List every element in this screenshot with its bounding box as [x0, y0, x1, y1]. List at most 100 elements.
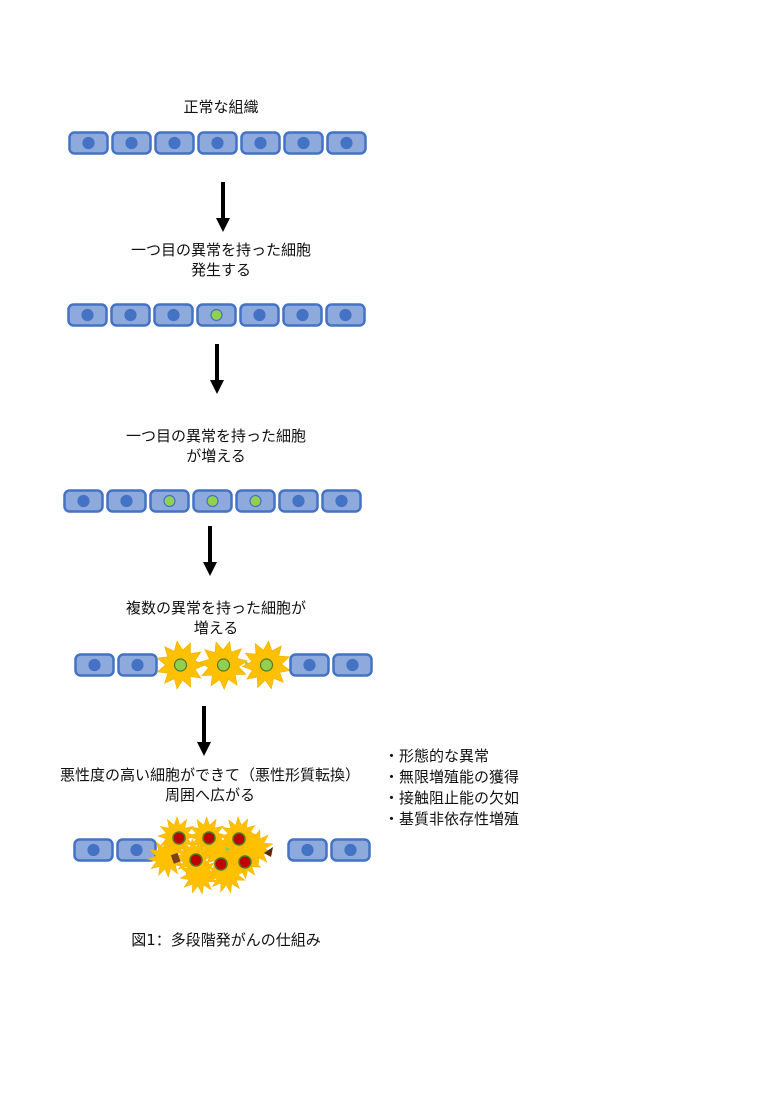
- cell: [278, 489, 319, 513]
- stage-5-label-line1: 悪性度の高い細胞ができて（悪性形質転換）: [59, 766, 360, 784]
- malignant-tumor-cluster: [147, 816, 274, 895]
- cell: [196, 303, 237, 327]
- cell-nucleus: [120, 494, 133, 508]
- stage-4-label: 複数の異常を持った細胞が 増える: [0, 598, 432, 638]
- malignant-nucleus: [238, 855, 252, 869]
- cell: [332, 653, 373, 677]
- malignant-nucleus: [214, 857, 228, 871]
- cell-nucleus: [296, 308, 309, 322]
- multi-abnormal-cell: [241, 640, 291, 690]
- cell: [73, 838, 114, 862]
- figure-caption: 図1：多段階発がんの仕組み: [131, 931, 321, 949]
- cell: [116, 838, 157, 862]
- cell: [289, 653, 330, 677]
- cell: [117, 653, 158, 677]
- stage-1-label-line1: 正常な組織: [183, 98, 259, 116]
- trait-item: ・基質非依存性増殖: [384, 810, 520, 828]
- cell-nucleus: [254, 136, 267, 150]
- stage-4-label-line1: 複数の異常を持った細胞が: [125, 599, 306, 617]
- stage-3-label-line1: 一つ目の異常を持った細胞: [125, 427, 306, 445]
- cell-fragment: [225, 847, 231, 852]
- cell-nucleus: [216, 658, 231, 672]
- cell: [74, 653, 115, 677]
- cell: [63, 489, 104, 513]
- cell-nucleus: [344, 843, 357, 857]
- cell-nucleus: [210, 308, 223, 322]
- arrow-2-to-3: [210, 344, 224, 394]
- cell-nucleus: [167, 308, 180, 322]
- cell-nucleus: [340, 136, 353, 150]
- cell: [326, 131, 367, 155]
- trait-item: ・接触阻止能の欠如: [384, 789, 520, 807]
- cell-fragment: [264, 847, 273, 857]
- cell-nucleus: [173, 658, 188, 672]
- trait-item: ・無限増殖能の獲得: [384, 768, 520, 786]
- cell-nucleus: [131, 658, 144, 672]
- cell-nucleus: [206, 494, 219, 508]
- stage-2-label-line1: 一つ目の異常を持った細胞: [130, 241, 311, 259]
- cell-nucleus: [303, 658, 316, 672]
- arrow-1-to-2: [216, 182, 230, 232]
- stage-5-label: 悪性度の高い細胞ができて（悪性形質転換） 周囲へ広がる: [0, 765, 420, 805]
- cell-nucleus: [253, 308, 266, 322]
- multi-abnormal-cell: [198, 640, 250, 690]
- cell-nucleus: [297, 136, 310, 150]
- stage-3-label: 一つ目の異常を持った細胞 が増える: [0, 426, 432, 466]
- stage-2-label: 一つ目の異常を持った細胞 発生する: [0, 240, 442, 280]
- cell-nucleus: [88, 658, 101, 672]
- cell: [106, 489, 147, 513]
- malignant-nucleus: [232, 832, 246, 846]
- cell-nucleus: [130, 843, 143, 857]
- cell: [149, 489, 190, 513]
- cell: [283, 131, 324, 155]
- cell-nucleus: [124, 308, 137, 322]
- stage-2-label-line2: 発生する: [190, 261, 251, 279]
- malignant-traits-list: ・形態的な異常 ・無限増殖能の獲得 ・接触阻止能の欠如 ・基質非依存性増殖: [384, 746, 519, 830]
- cell: [192, 489, 233, 513]
- stage-1-label: 正常な組織: [0, 97, 442, 117]
- stage-3-label-line2: が増える: [186, 447, 246, 465]
- cell: [154, 131, 195, 155]
- cell-nucleus: [301, 843, 314, 857]
- cell: [68, 131, 109, 155]
- cell: [330, 838, 371, 862]
- cell-nucleus: [211, 136, 224, 150]
- cell-nucleus: [249, 494, 262, 508]
- cell: [240, 131, 281, 155]
- cell: [197, 131, 238, 155]
- cell-nucleus: [259, 658, 274, 672]
- cell-nucleus: [81, 308, 94, 322]
- stage-4-label-line2: 増える: [193, 619, 239, 637]
- cell-nucleus: [339, 308, 352, 322]
- cell: [111, 131, 152, 155]
- cell: [67, 303, 108, 327]
- arrow-4-to-5: [197, 706, 211, 756]
- cell-nucleus: [335, 494, 348, 508]
- cell-nucleus: [77, 494, 90, 508]
- cell-nucleus: [292, 494, 305, 508]
- stage-5-label-line2: 周囲へ広がる: [164, 786, 255, 804]
- cell: [321, 489, 362, 513]
- malignant-nucleus: [189, 853, 203, 867]
- cell-nucleus: [163, 494, 176, 508]
- cell-fragment: [170, 852, 181, 864]
- malignant-nucleus: [202, 831, 216, 845]
- cell-nucleus: [125, 136, 138, 150]
- cell: [287, 838, 328, 862]
- cell: [235, 489, 276, 513]
- cell-nucleus: [82, 136, 95, 150]
- cell: [239, 303, 280, 327]
- arrow-3-to-4: [203, 526, 217, 576]
- cell-nucleus: [87, 843, 100, 857]
- cell: [282, 303, 323, 327]
- cell-nucleus: [168, 136, 181, 150]
- cell: [153, 303, 194, 327]
- cell-nucleus: [346, 658, 359, 672]
- trait-item: ・形態的な異常: [384, 747, 490, 765]
- malignant-nucleus: [172, 831, 186, 845]
- cell: [110, 303, 151, 327]
